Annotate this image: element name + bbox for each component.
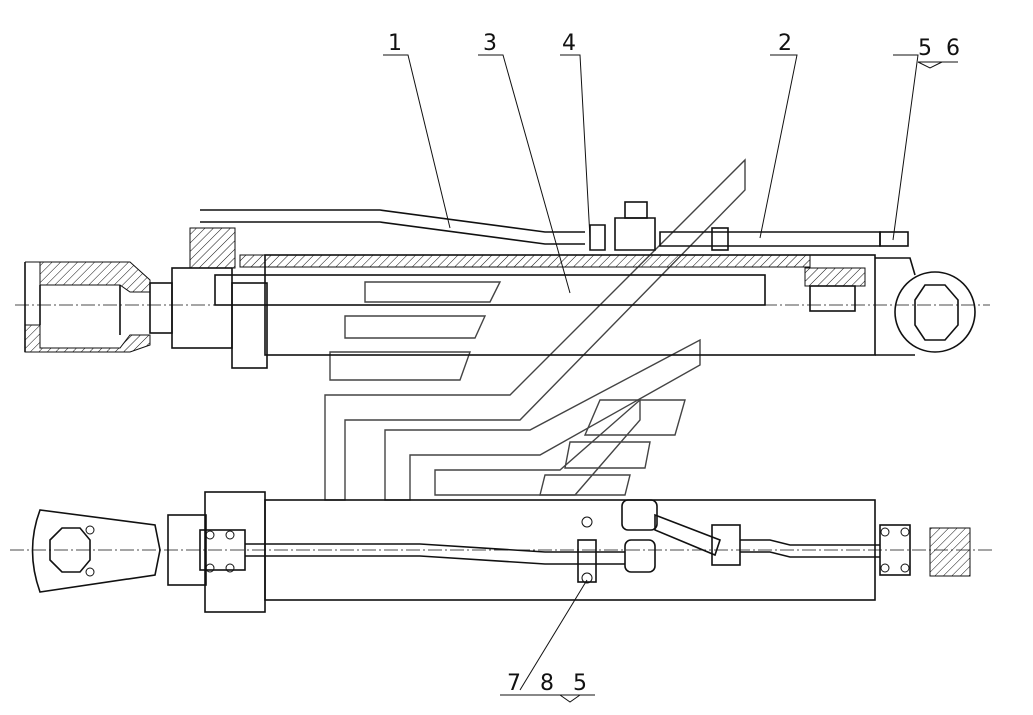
callout-labels: 1 3 4 2 5 6 7 8 5 xyxy=(388,31,960,696)
callout-6: 6 xyxy=(946,36,960,61)
callout-3: 3 xyxy=(483,31,497,56)
callout-5-bottom: 5 xyxy=(573,671,587,696)
callout-2: 2 xyxy=(778,31,792,56)
callout-1: 1 xyxy=(388,31,402,56)
callout-7: 7 xyxy=(507,671,521,696)
callout-4: 4 xyxy=(562,31,576,56)
bottom-view-section xyxy=(10,491,995,613)
leader-lines xyxy=(383,54,958,703)
callout-5-top: 5 xyxy=(918,36,932,61)
top-view-section xyxy=(15,201,990,369)
callout-8: 8 xyxy=(540,671,554,696)
